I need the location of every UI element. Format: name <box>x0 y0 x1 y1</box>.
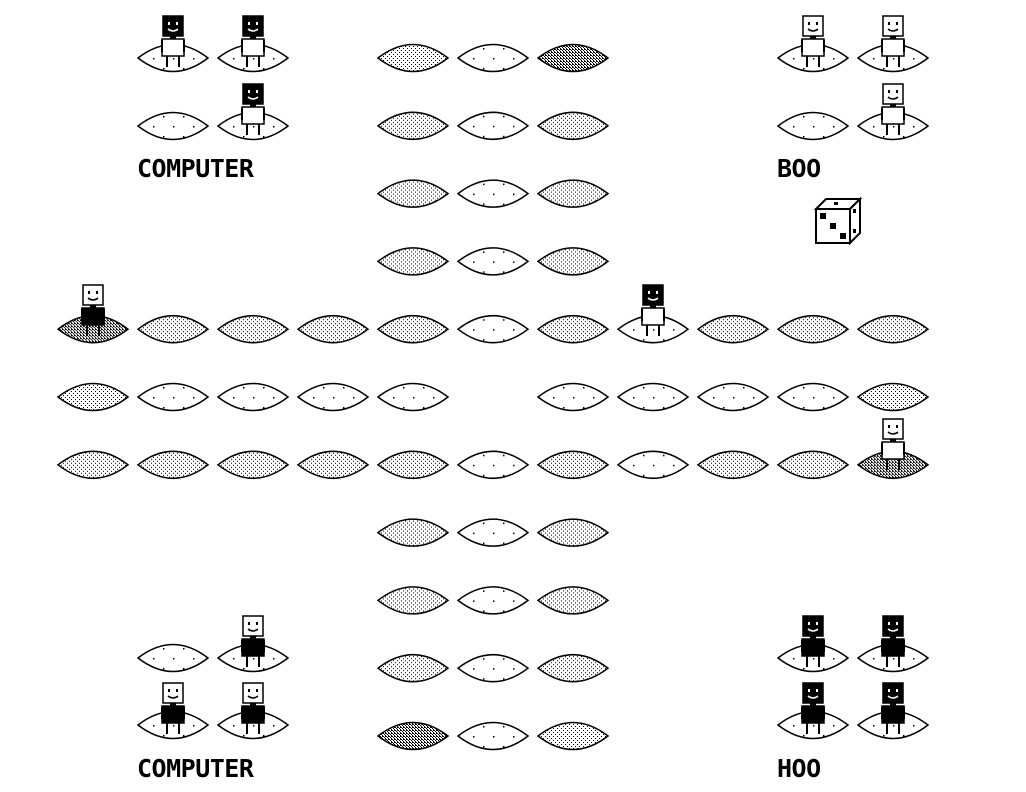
board-cell[interactable] <box>136 314 210 344</box>
home-cell[interactable] <box>216 111 290 141</box>
board-cell[interactable] <box>456 586 530 615</box>
player-label-top-right: BOO <box>777 154 821 183</box>
board-pieces <box>81 15 905 734</box>
board-cell[interactable] <box>376 721 450 751</box>
home-cell[interactable] <box>776 43 850 73</box>
board-cell[interactable] <box>536 314 610 344</box>
board-cell[interactable] <box>536 721 610 751</box>
board-cell[interactable] <box>456 43 530 73</box>
board-cell[interactable] <box>616 450 690 480</box>
board-cell[interactable] <box>696 382 770 412</box>
home-cell[interactable] <box>216 710 290 740</box>
board-cell[interactable] <box>856 450 930 480</box>
board-cell[interactable] <box>376 518 450 547</box>
home-cell[interactable] <box>856 111 930 141</box>
board-cell[interactable] <box>136 450 210 480</box>
board-cell[interactable] <box>136 382 210 412</box>
player-label-top-left: COMPUTER <box>137 154 254 183</box>
dice-icon[interactable] <box>813 196 863 246</box>
board-cell[interactable] <box>856 314 930 344</box>
home-cell[interactable] <box>136 111 210 141</box>
board-cell[interactable] <box>456 653 530 683</box>
token-top-right[interactable] <box>881 83 905 135</box>
board-cell[interactable] <box>376 179 450 208</box>
board-cell[interactable] <box>376 111 450 141</box>
board-cell[interactable] <box>536 43 610 73</box>
board-cell[interactable] <box>456 518 530 547</box>
dice-pip <box>830 223 836 229</box>
board-cell[interactable] <box>296 382 370 412</box>
board-cell[interactable] <box>456 111 530 141</box>
token-bottom-right[interactable] <box>881 682 905 734</box>
token-bottom-right[interactable] <box>881 615 905 667</box>
board-cell[interactable] <box>376 247 450 276</box>
board-cell[interactable] <box>376 43 450 73</box>
board-cell[interactable] <box>616 314 690 344</box>
board-cell[interactable] <box>536 653 610 683</box>
token-bottom-right[interactable] <box>801 682 825 734</box>
home-cell[interactable] <box>136 643 210 673</box>
board-cell[interactable] <box>56 314 130 344</box>
home-cell[interactable] <box>136 710 210 740</box>
board-cell[interactable] <box>536 111 610 141</box>
dice-pip <box>820 213 826 219</box>
token-bottom-left[interactable] <box>161 682 185 734</box>
board-cell[interactable] <box>56 382 130 412</box>
home-cell[interactable] <box>776 643 850 673</box>
board-cell[interactable] <box>376 450 450 480</box>
token-top-left[interactable] <box>241 15 265 67</box>
home-cell[interactable] <box>776 710 850 740</box>
board-cell[interactable] <box>56 450 130 480</box>
board-cell[interactable] <box>376 653 450 683</box>
board-cell[interactable] <box>776 314 850 344</box>
board-cell[interactable] <box>776 382 850 412</box>
dice-pip <box>840 233 846 239</box>
board-cell[interactable] <box>696 314 770 344</box>
board-cell[interactable] <box>296 450 370 480</box>
home-cell[interactable] <box>856 643 930 673</box>
board-cell[interactable] <box>456 450 530 480</box>
home-cell[interactable] <box>776 111 850 141</box>
board-cell[interactable] <box>536 382 610 412</box>
board-cell[interactable] <box>616 382 690 412</box>
home-cell[interactable] <box>216 43 290 73</box>
board-cell[interactable] <box>456 179 530 208</box>
board-cell[interactable] <box>376 586 450 615</box>
token-bottom-left[interactable] <box>241 615 265 667</box>
player-label-bottom-left: COMPUTER <box>137 754 254 783</box>
board-cells <box>56 43 930 751</box>
token-top-right[interactable] <box>881 418 905 470</box>
board-cell[interactable] <box>296 314 370 344</box>
board-cell[interactable] <box>216 382 290 412</box>
board-cell[interactable] <box>536 179 610 208</box>
board-cell[interactable] <box>376 314 450 344</box>
home-cell[interactable] <box>856 43 930 73</box>
player-label-bottom-right: HOO <box>777 754 821 783</box>
token-bottom-right[interactable] <box>801 615 825 667</box>
home-cell[interactable] <box>216 643 290 673</box>
token-bottom-left[interactable] <box>241 682 265 734</box>
board-cell[interactable] <box>536 586 610 615</box>
board-cell[interactable] <box>216 314 290 344</box>
token-top-right[interactable] <box>801 15 825 67</box>
board-cell[interactable] <box>456 721 530 751</box>
token-top-left[interactable] <box>641 284 665 336</box>
board-cell[interactable] <box>536 247 610 276</box>
home-cell[interactable] <box>856 710 930 740</box>
token-top-left[interactable] <box>241 83 265 135</box>
board-cell[interactable] <box>696 450 770 480</box>
board-cell[interactable] <box>776 450 850 480</box>
board-cell[interactable] <box>536 518 610 547</box>
board-cell[interactable] <box>536 450 610 480</box>
token-bottom-left[interactable] <box>81 284 105 336</box>
home-cell[interactable] <box>136 43 210 73</box>
board-cell[interactable] <box>856 382 930 412</box>
board-cell[interactable] <box>376 382 450 412</box>
token-top-right[interactable] <box>881 15 905 67</box>
board-cell[interactable] <box>456 247 530 276</box>
token-top-left[interactable] <box>161 15 185 67</box>
board-cell[interactable] <box>456 314 530 344</box>
board-cell[interactable] <box>216 450 290 480</box>
